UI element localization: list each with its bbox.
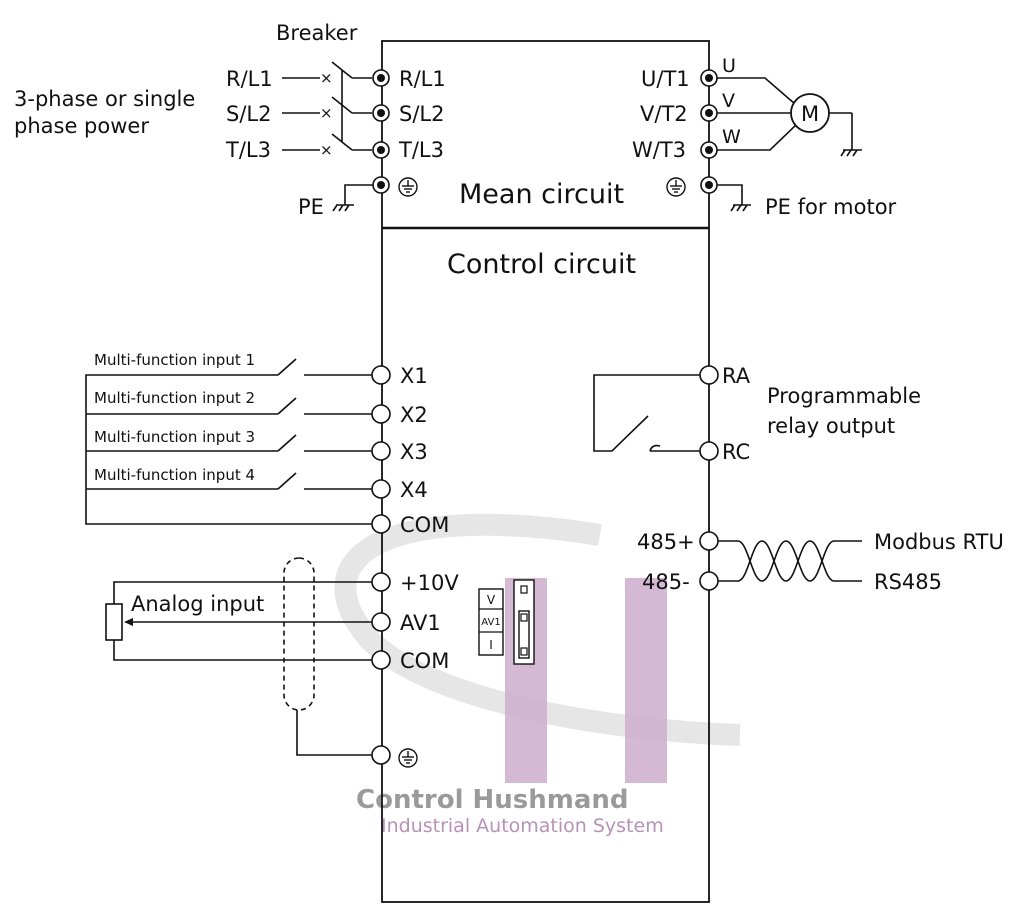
- ground-symbol-input: [398, 177, 418, 197]
- terminal-485p: [699, 531, 719, 551]
- terminal-485m: [699, 571, 719, 591]
- comm-label-rs485: RS485: [874, 570, 942, 594]
- analog-input-section: Analog input +10V AV1 COM: [105, 557, 535, 768]
- breaker-label: Breaker: [276, 21, 358, 45]
- terminal-shield-ground: [371, 745, 391, 765]
- motor-output-section: U/T1 V/T2 W/T3 U V W: [632, 55, 897, 219]
- terminal-label-ra: RA: [722, 364, 751, 388]
- terminal-x1: [371, 365, 391, 385]
- main-circuit-title: Mean circuit: [459, 179, 624, 210]
- analog-wiring: [105, 581, 372, 661]
- pe-earth-input: [332, 184, 373, 212]
- terminal-pe-input: [372, 176, 390, 194]
- terminal-ra: [699, 365, 719, 385]
- terminal-label-x1: X1: [400, 364, 428, 388]
- relay-label-2: relay output: [767, 414, 895, 438]
- terminal-label-485p: 485+: [637, 530, 695, 554]
- terminal-x2: [371, 404, 391, 424]
- terminal-label-x3: X3: [400, 440, 428, 464]
- pe-label: PE: [298, 195, 324, 219]
- terminal-label-rc: RC: [722, 440, 750, 464]
- switch-label-i: I: [489, 638, 493, 652]
- terminal-com-1: [371, 514, 391, 534]
- mf-input-label-4: Multi-function input 4: [94, 466, 255, 484]
- mf-input-label-1: Multi-function input 1: [94, 351, 255, 369]
- shield-cable: [283, 557, 372, 756]
- output-label-ut1: U/T1: [641, 67, 690, 91]
- terminal-tl3: [372, 141, 390, 159]
- terminal-label-com-2: COM: [400, 649, 449, 673]
- terminal-label-com-1: COM: [400, 513, 449, 537]
- terminal-label-x2: X2: [400, 403, 428, 427]
- terminal-label-rl1: R/L1: [399, 67, 446, 91]
- control-circuit-title: Control circuit: [447, 249, 636, 280]
- motor-wiring: [717, 77, 862, 157]
- input-label-sl2: S/L2: [226, 102, 271, 126]
- svg-text:×: ×: [320, 141, 333, 159]
- power-input-section: Breaker 3-phase or single phase power R/…: [14, 21, 446, 219]
- analog-input-label: Analog input: [131, 592, 264, 616]
- terminal-label-485m: 485-: [642, 570, 690, 594]
- terminal-label-av1: AV1: [400, 611, 441, 635]
- switch-label-v: V: [487, 593, 496, 607]
- rs485-section: 485+ 485- Modbus RTU RS485: [637, 530, 1004, 594]
- comm-label-modbus: Modbus RTU: [874, 530, 1004, 554]
- svg-text:×: ×: [320, 69, 333, 87]
- terminal-ut1: [700, 69, 718, 87]
- terminal-av1: [371, 612, 391, 632]
- terminal-wt3: [700, 141, 718, 159]
- motor-symbol: M: [790, 93, 830, 133]
- output-label-wt3: W/T3: [632, 138, 686, 162]
- terminal-label-x4: X4: [400, 478, 428, 502]
- watermark-title: Control Hushmand: [356, 785, 629, 815]
- potentiometer: [105, 603, 123, 641]
- terminal-sl2: [372, 104, 390, 122]
- relay-output-section: RA RC Programmable relay output: [593, 364, 921, 464]
- twisted-pair: [718, 540, 862, 582]
- input-label-tl3: T/L3: [225, 138, 271, 162]
- ground-symbol-motor: [666, 177, 686, 197]
- power-source-label-2: phase power: [14, 114, 149, 138]
- svg-text:×: ×: [320, 104, 333, 122]
- analog-mode-switch: V AV1 I: [478, 579, 535, 665]
- pe-motor-label: PE for motor: [765, 195, 897, 219]
- terminal-10v: [371, 572, 391, 592]
- phase-label-u: U: [722, 55, 736, 77]
- terminal-rl1: [372, 69, 390, 87]
- input-label-rl1: R/L1: [226, 67, 273, 91]
- mf-input-label-3: Multi-function input 3: [94, 428, 255, 446]
- phase-label-v: V: [722, 90, 735, 112]
- relay-label-1: Programmable: [767, 384, 921, 408]
- output-label-vt2: V/T2: [640, 102, 688, 126]
- ground-symbol-shield: [398, 748, 418, 768]
- terminal-label-10v: +10V: [400, 571, 459, 595]
- terminal-label-tl3: T/L3: [398, 138, 444, 162]
- breaker-wiring: × × ×: [282, 61, 372, 159]
- watermark-swoosh: [334, 513, 741, 746]
- multi-function-inputs: Multi-function input 1 Multi-function in…: [85, 351, 449, 537]
- terminal-vt2: [700, 104, 718, 122]
- terminal-label-sl2: S/L2: [399, 102, 444, 126]
- phase-label-w: W: [722, 126, 741, 148]
- power-source-label-1: 3-phase or single: [14, 87, 195, 111]
- mf-input-label-2: Multi-function input 2: [94, 389, 255, 407]
- inverter-body: [381, 40, 710, 903]
- pe-earth-motor: [717, 184, 751, 212]
- mf-input-wiring: [85, 358, 372, 525]
- motor-label: M: [801, 102, 819, 126]
- terminal-pe-motor: [700, 176, 718, 194]
- watermark-subtitle: Industrial Automation System: [381, 815, 664, 837]
- terminal-x4: [371, 479, 391, 499]
- terminal-x3: [371, 441, 391, 461]
- terminal-rc: [699, 441, 719, 461]
- terminal-com-2: [371, 650, 391, 670]
- switch-label-av1: AV1: [481, 617, 500, 628]
- relay-wiring: [593, 374, 700, 452]
- watermark-bar-right: [625, 578, 667, 783]
